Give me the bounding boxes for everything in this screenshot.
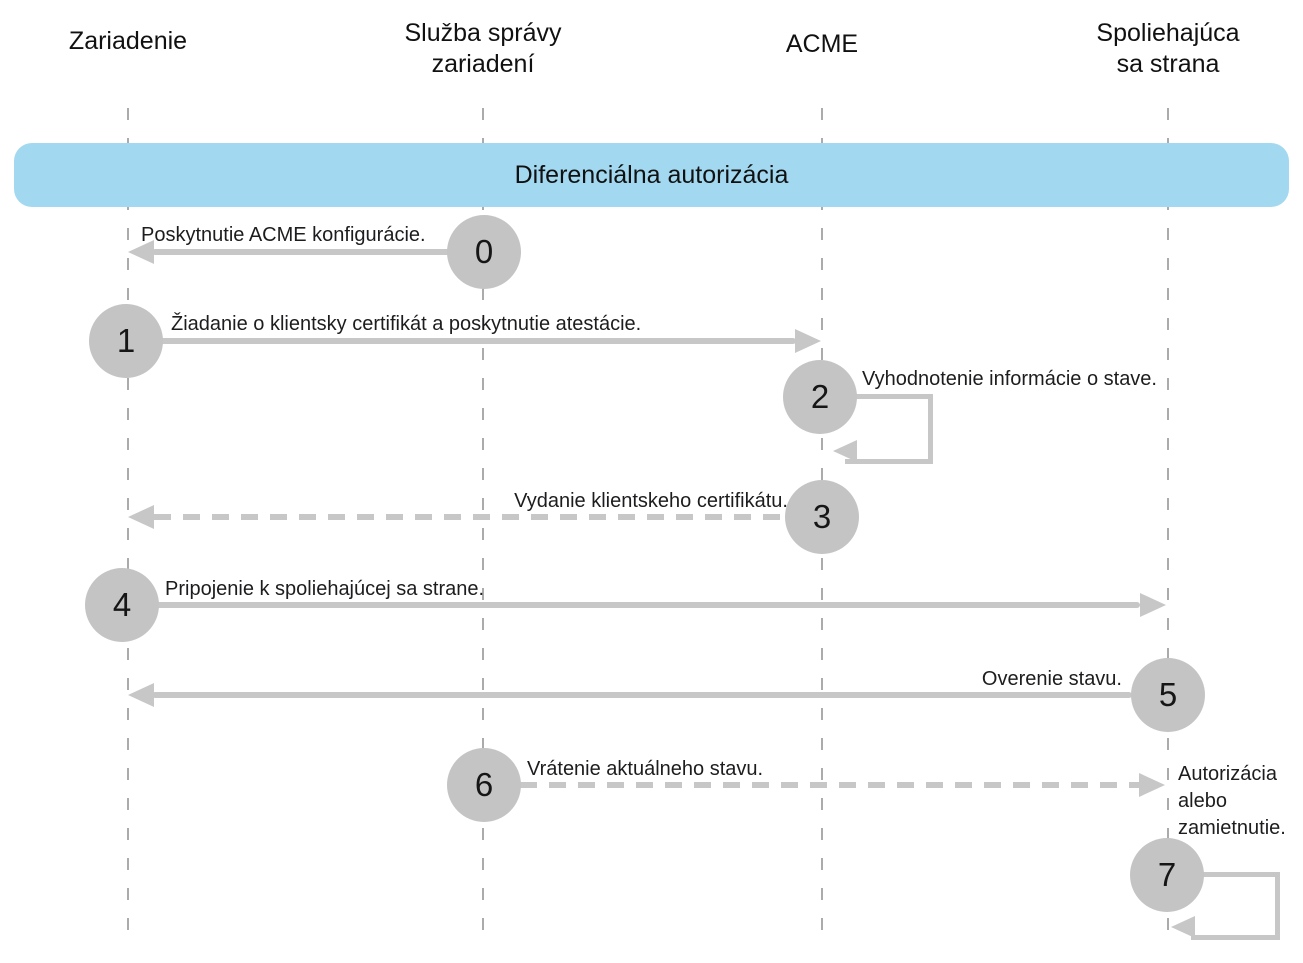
step-4-badge: 4: [85, 568, 159, 642]
step-4-label: Pripojenie k spoliehajúcej sa strane.: [165, 578, 485, 600]
actor-name-line: Zariadenie: [68, 27, 188, 55]
step-7-badge: 7: [1130, 838, 1204, 912]
step-0-label: Poskytnutie ACME konfigurácie.: [141, 224, 426, 246]
step-1-badge: 1: [89, 304, 163, 378]
actor-name-line: sa strana: [1116, 50, 1220, 78]
actor-name-line: Služba správy: [404, 19, 562, 47]
step-5-arrow: [152, 692, 1132, 698]
step-number: 3: [812, 498, 832, 535]
step-4-arrow: [156, 602, 1140, 608]
note-line: zamietnutie.: [1178, 817, 1286, 839]
lifeline-sluzba-spravy-zariadeni: [482, 108, 484, 948]
step-number: 6: [474, 766, 494, 803]
step-number: 5: [1158, 676, 1178, 713]
step-6-arrow: [520, 782, 1140, 788]
arrowhead-left-icon: [128, 505, 154, 529]
step-5-badge: 5: [1131, 658, 1205, 732]
arrowhead-right-icon: [1139, 773, 1165, 797]
title-banner-label: Diferenciálna autorizácia: [514, 160, 789, 189]
note-line: Autorizácia: [1178, 763, 1277, 785]
step-6-badge: 6: [447, 748, 521, 822]
arrowhead-right-icon: [1140, 593, 1166, 617]
step-number: 0: [474, 233, 494, 270]
step-1-arrow: [160, 338, 796, 344]
step-1-label: Žiadanie o klientsky certifikát a poskyt…: [171, 313, 642, 335]
step-5-label: Overenie stavu.: [981, 668, 1122, 690]
step-3-badge: 3: [785, 480, 859, 554]
actor-label-spoliehajuca-sa-strana: Spoliehajúca sa strana: [1038, 18, 1298, 80]
step-0-arrow: [152, 249, 450, 255]
step-number: 2: [810, 378, 830, 415]
note-line: alebo: [1178, 790, 1227, 812]
arrowhead-left-icon: [128, 240, 154, 264]
step-2-label: Vyhodnotenie informácie o stave.: [862, 368, 1157, 390]
arrowhead-left-icon: [128, 683, 154, 707]
actor-name-line: zariadení: [431, 50, 535, 78]
step-0-badge: 0: [447, 215, 521, 289]
actor-label-sluzba-spravy-zariadeni: Služba správy zariadení: [353, 18, 613, 80]
step-number: 4: [112, 586, 132, 623]
actor-label-zariadenie: Zariadenie: [0, 26, 258, 57]
actor-name-line: Spoliehajúca: [1096, 19, 1240, 47]
step-6-label: Vrátenie aktuálneho stavu.: [527, 758, 764, 780]
step-7-self-loop: [1191, 872, 1280, 940]
step-number: 7: [1157, 856, 1177, 893]
title-banner: Diferenciálna autorizácia: [14, 143, 1289, 207]
step-3-label: Vydanie klientskeho certifikátu.: [514, 490, 788, 512]
actor-label-acme: ACME: [692, 29, 952, 60]
step-number: 1: [116, 322, 136, 359]
step-2-badge: 2: [783, 360, 857, 434]
lifeline-spoliehajuca-sa-strana: [1167, 108, 1169, 948]
step-2-self-loop: [845, 394, 933, 464]
note-authorization-or-denial: Autorizácia alebo zamietnutie.: [1178, 761, 1286, 842]
actor-name-line: ACME: [785, 30, 859, 58]
step-3-arrow: [154, 514, 786, 520]
arrowhead-right-icon: [795, 329, 821, 353]
arrowhead-left-icon: [1171, 916, 1195, 938]
arrowhead-left-icon: [833, 440, 857, 462]
